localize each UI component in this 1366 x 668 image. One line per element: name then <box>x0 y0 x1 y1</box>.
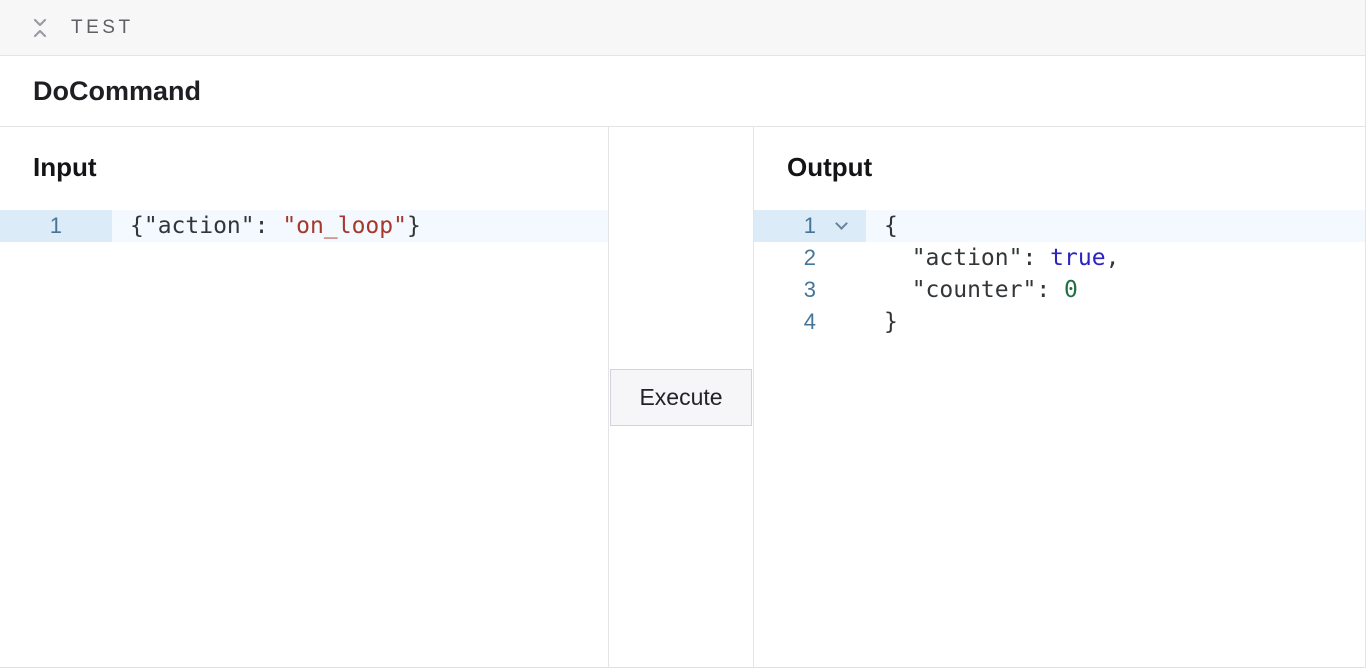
line-number: 2 <box>803 245 816 270</box>
input-code-editor[interactable]: 1 {"action": "on_loop"} <box>0 210 608 242</box>
command-title-bar: DoCommand <box>0 56 1365 127</box>
output-panel: Output 1{2 "action": true,3 "counter": 0… <box>754 127 1365 667</box>
code-token-string: "on_loop" <box>282 213 407 239</box>
editor-line[interactable]: 4} <box>754 306 1365 338</box>
collapse-icon[interactable] <box>29 15 51 41</box>
fold-gutter <box>816 210 866 242</box>
fold-chevron-icon[interactable] <box>834 216 848 230</box>
line-gutter: 1 <box>754 210 866 242</box>
code-line[interactable]: "action": true, <box>866 242 1365 274</box>
output-panel-title: Output <box>787 152 873 182</box>
line-gutter: 2 <box>754 242 866 274</box>
line-number: 1 <box>49 213 62 238</box>
line-gutter: 1 <box>0 210 112 242</box>
editor-line[interactable]: 2 "action": true, <box>754 242 1365 274</box>
code-token-plain: { <box>884 213 898 239</box>
code-token-plain: "action": <box>884 245 1051 271</box>
code-token-plain: } <box>406 213 421 239</box>
fold-gutter <box>62 210 112 242</box>
line-number: 4 <box>803 309 816 334</box>
code-token-bool: true <box>1050 245 1106 271</box>
code-token-plain: {"action": <box>130 213 283 239</box>
line-number: 3 <box>803 277 816 302</box>
code-token-plain: , <box>1105 245 1120 271</box>
editor-line[interactable]: 1 {"action": "on_loop"} <box>0 210 608 242</box>
code-line[interactable]: {"action": "on_loop"} <box>112 210 608 242</box>
line-number: 1 <box>803 213 816 238</box>
fold-gutter <box>816 274 866 306</box>
fold-gutter <box>816 306 866 338</box>
execute-column: Execute <box>609 127 754 667</box>
code-line[interactable]: "counter": 0 <box>866 274 1365 306</box>
code-token-plain: "counter": <box>884 277 1065 303</box>
editor-line[interactable]: 1{ <box>754 210 1365 242</box>
code-token-plain: } <box>884 309 898 335</box>
line-gutter: 3 <box>754 274 866 306</box>
command-title: DoCommand <box>33 75 201 106</box>
fold-gutter <box>816 242 866 274</box>
code-token-number: 0 <box>1064 277 1078 303</box>
editor-line[interactable]: 3 "counter": 0 <box>754 274 1365 306</box>
code-line[interactable]: { <box>866 210 1365 242</box>
input-panel-title: Input <box>33 152 97 182</box>
execute-button[interactable]: Execute <box>610 368 752 426</box>
line-gutter: 4 <box>754 306 866 338</box>
code-line[interactable]: } <box>866 306 1365 338</box>
test-header-label: TEST <box>71 16 134 38</box>
input-panel: Input 1 {"action": "on_loop"} <box>0 127 609 667</box>
docommand-main: Input 1{"action": "on_loop"} Execute Out… <box>0 127 1365 667</box>
test-header-bar: TEST <box>0 0 1365 56</box>
